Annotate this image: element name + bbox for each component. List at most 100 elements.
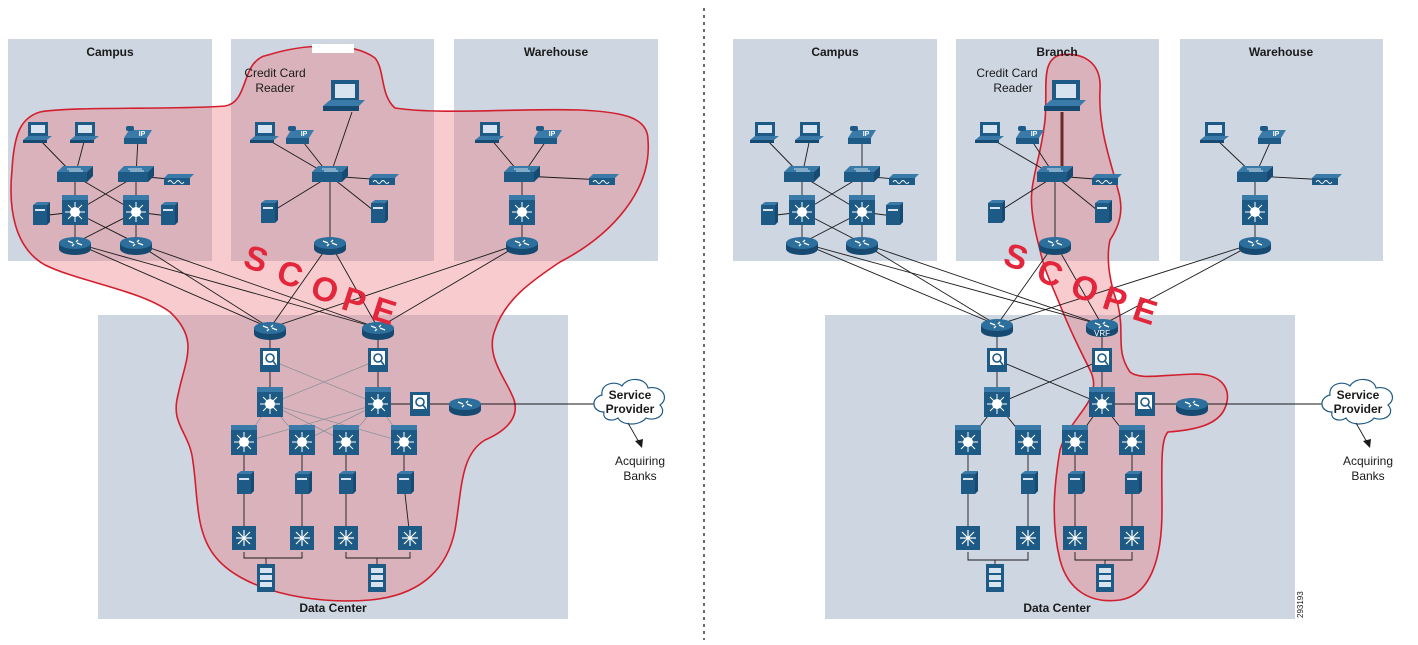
server-icon [761,202,778,225]
wireless-access-point-icon [163,173,195,186]
acquiring-banks-label: Acquiring [1343,454,1393,468]
server-icon [261,200,278,223]
multilayer-switch-icon [508,194,536,226]
zone-warehouse-right [1180,39,1383,261]
service-provider-label: Service [1337,388,1380,402]
credit-card-reader-label: Reader [993,81,1032,95]
storage-icon [1096,564,1114,592]
arrowhead [635,439,643,448]
zone-datacenter-right [825,315,1295,619]
zone-label-warehouse: Warehouse [1249,45,1314,59]
cloud-icon [1321,378,1393,425]
credit-card-reader-label: Reader [255,81,294,95]
nexus-switch-icon [231,525,257,551]
nexus-switch-icon [955,525,981,551]
storage-icon [986,564,1004,592]
server-icon [237,471,254,494]
multilayer-switch-icon [1061,424,1089,456]
multilayer-switch-icon [288,424,316,456]
server-icon [988,200,1005,223]
server-icon [1068,471,1085,494]
acquiring-banks-label: Banks [623,469,656,483]
zone-label-datacenter: Data Center [299,601,367,615]
credit-card-reader-label: Credit Card [244,66,305,80]
zone-label-campus: Campus [811,45,859,59]
multilayer-switch-icon [332,424,360,456]
cloud-icon [593,378,665,425]
service-provider-label: Provider [1334,402,1383,416]
arrowhead [1363,439,1371,448]
zone-label-warehouse: Warehouse [524,45,589,59]
router-icon [448,397,482,417]
multilayer-switch-icon [390,424,418,456]
server-icon [295,471,312,494]
vrf-badge: VRF [1094,329,1110,338]
firewall-icon [1134,391,1156,417]
multilayer-switch-icon [1088,386,1116,418]
multilayer-switch-icon [230,424,258,456]
multilayer-switch-icon [122,194,150,226]
firewall-icon [367,347,389,373]
nexus-switch-icon [289,525,315,551]
zone-label-campus: Campus [86,45,134,59]
switch-icon [843,165,881,183]
switch-icon [783,165,821,183]
wireless-access-point-icon [588,173,620,186]
firewall-icon [259,347,281,373]
router-icon [313,236,347,256]
zone-label-branch: Branch [1036,45,1077,59]
wireless-access-point-icon [368,173,400,186]
multilayer-switch-icon [954,424,982,456]
switch-icon [56,165,94,183]
multilayer-switch-icon [848,194,876,226]
server-icon [1021,471,1038,494]
service-provider-label: Provider [606,402,655,416]
wireless-access-point-icon [1091,173,1123,186]
multilayer-switch-icon [1118,424,1146,456]
server-icon [886,202,903,225]
router-icon [253,321,287,341]
figure-id: 293193 [1296,591,1305,618]
nexus-switch-icon [1015,525,1041,551]
server-icon [1095,200,1112,223]
zone-campus-right [733,39,937,261]
multilayer-switch-icon [788,194,816,226]
storage-icon [368,564,386,592]
wireless-access-point-icon [1311,173,1343,186]
acquiring-banks-label: Acquiring [615,454,665,468]
server-icon [161,202,178,225]
multilayer-switch-icon [61,194,89,226]
router-icon [845,236,879,256]
multilayer-switch-icon [256,386,284,418]
server-icon [371,200,388,223]
server-icon [339,471,356,494]
nexus-switch-icon [333,525,359,551]
firewall-icon [1091,347,1113,373]
server-icon [33,202,50,225]
zone-warehouse-left [454,39,658,261]
zone-label-datacenter: Data Center [1023,601,1091,615]
switch-icon [117,165,155,183]
firewall-icon [409,391,431,417]
zone-branch-left [231,39,434,261]
nexus-switch-icon [397,525,423,551]
server-icon [397,471,414,494]
multilayer-switch-icon [1014,424,1042,456]
router-icon [1238,236,1272,256]
router-icon [58,236,92,256]
redaction-box [312,44,354,53]
credit-card-reader-label: Credit Card [976,66,1037,80]
multilayer-switch-icon [364,386,392,418]
storage-icon [257,564,275,592]
links-left [37,111,606,572]
service-provider-label: Service [609,388,652,402]
wireless-access-point-icon [888,173,920,186]
nexus-switch-icon [1119,525,1145,551]
multilayer-switch-icon [1241,194,1269,226]
router-icon [505,236,539,256]
server-icon [961,471,978,494]
switch-icon [311,165,349,183]
server-icon [1125,471,1142,494]
router-icon [785,236,819,256]
